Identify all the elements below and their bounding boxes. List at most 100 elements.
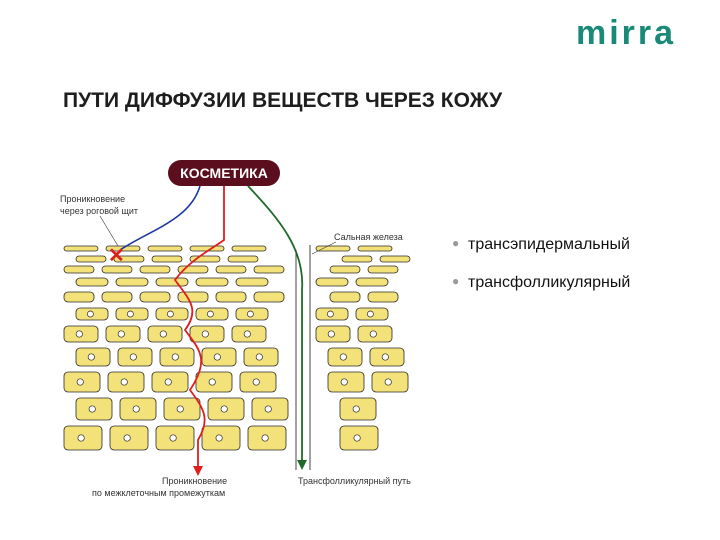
skin-cell — [75, 255, 107, 263]
cell-nucleus — [132, 405, 140, 413]
skin-cell — [75, 277, 109, 287]
cell-nucleus — [213, 353, 221, 361]
skin-cell — [341, 255, 373, 263]
cell-nucleus — [176, 405, 184, 413]
cell-nucleus — [352, 405, 360, 413]
skin-cell — [63, 245, 99, 252]
cell-nucleus — [243, 330, 251, 338]
cell-nucleus — [171, 353, 179, 361]
skin-cell — [113, 255, 145, 263]
cosmetics-label: КОСМЕТИКА — [180, 165, 268, 181]
cell-nucleus — [164, 378, 172, 386]
intercellular-label-line2: по межклеточным промежуткам — [92, 488, 225, 498]
skin-cell — [195, 277, 229, 287]
cell-nucleus — [159, 330, 167, 338]
cell-nucleus — [215, 434, 223, 442]
intercellular-path — [173, 186, 225, 470]
cell-nucleus — [340, 378, 348, 386]
intercellular-arrow — [193, 466, 203, 476]
cell-nucleus — [339, 353, 347, 361]
cell-nucleus — [87, 353, 95, 361]
cell-nucleus — [255, 353, 263, 361]
follicular-label: Трансфолликулярный путь — [298, 476, 411, 486]
skin-cell — [357, 245, 393, 252]
gland-label-pointer — [311, 241, 337, 255]
cell-nucleus — [384, 378, 392, 386]
list-item: ● трансфолликулярный — [452, 274, 630, 292]
blocked-x-mark: ✕ — [108, 245, 125, 267]
cell-nucleus — [327, 330, 335, 338]
cell-nucleus — [208, 378, 216, 386]
skin-cell — [253, 291, 285, 303]
bullet-text: трансэпидермальный — [468, 236, 630, 253]
cell-nucleus — [252, 378, 260, 386]
cell-nucleus — [169, 434, 177, 442]
skin-cell — [147, 245, 183, 252]
horny-label-line2: через роговой щит — [60, 206, 138, 216]
skin-cell — [63, 291, 95, 303]
cell-nucleus — [367, 310, 374, 318]
skin-cell — [231, 245, 267, 252]
cell-nucleus — [87, 310, 94, 318]
cell-nucleus — [381, 353, 389, 361]
gland-label: Сальная железа — [334, 232, 403, 242]
cosmetics-badge — [168, 160, 280, 186]
cell-nucleus — [117, 330, 125, 338]
cell-nucleus — [76, 378, 84, 386]
list-item: ● трансэпидермальный — [452, 236, 630, 254]
skin-cell — [329, 265, 361, 274]
cell-nucleus — [369, 330, 377, 338]
cell-nucleus — [77, 434, 85, 442]
skin-cell — [139, 265, 171, 274]
skin-cell — [139, 291, 171, 303]
cell-nucleus — [220, 405, 228, 413]
skin-cell — [151, 255, 183, 263]
cell-nucleus — [120, 378, 128, 386]
bullet-icon: ● — [452, 274, 460, 288]
follicular-arrow — [297, 460, 307, 470]
cell-nucleus — [201, 330, 209, 338]
cell-nucleus — [264, 405, 272, 413]
skin-cell-layers — [63, 245, 411, 451]
skin-diffusion-diagram: КОСМЕТИКА ✕ Проникновение через роговой … — [60, 160, 411, 498]
cell-nucleus — [353, 434, 361, 442]
skin-cell — [101, 265, 133, 274]
skin-cell — [155, 277, 189, 287]
intercellular-label-line1: Проникновение — [162, 476, 227, 486]
mirra-logo: mirra — [576, 14, 676, 50]
bullet-text: трансфолликулярный — [468, 274, 631, 291]
cell-nucleus — [207, 310, 214, 318]
skin-cell — [355, 277, 389, 287]
skin-cell — [367, 265, 399, 274]
cell-nucleus — [123, 434, 131, 442]
cell-nucleus — [88, 405, 96, 413]
transepidermal-blocked-path — [119, 185, 201, 251]
cell-nucleus — [75, 330, 83, 338]
cell-nucleus — [327, 310, 334, 318]
skin-cell — [63, 265, 95, 274]
skin-cell — [227, 255, 259, 263]
skin-cell — [115, 277, 149, 287]
skin-cell — [315, 277, 349, 287]
cell-nucleus — [261, 434, 269, 442]
cell-nucleus — [127, 310, 134, 318]
bullet-icon: ● — [452, 236, 460, 250]
skin-cell — [235, 277, 269, 287]
skin-cell — [215, 291, 247, 303]
skin-cell — [367, 291, 399, 303]
cell-nucleus — [247, 310, 254, 318]
follicular-path — [247, 185, 304, 462]
slide-title: ПУТИ ДИФФУЗИИ ВЕЩЕСТВ ЧЕРЕЗ КОЖУ — [63, 89, 503, 112]
logo-text: mirra — [576, 14, 676, 50]
diffusion-paths-list: ● трансэпидермальный ● трансфолликулярный — [452, 236, 630, 312]
horny-label-line1: Проникновение — [60, 194, 125, 204]
cell-nucleus — [167, 310, 174, 318]
skin-cell — [215, 265, 247, 274]
horny-label-pointer — [99, 215, 119, 247]
skin-cell — [379, 255, 411, 263]
skin-cell — [101, 291, 133, 303]
cell-nucleus — [129, 353, 137, 361]
skin-cell — [253, 265, 285, 274]
skin-cell — [329, 291, 361, 303]
skin-cell — [177, 291, 209, 303]
